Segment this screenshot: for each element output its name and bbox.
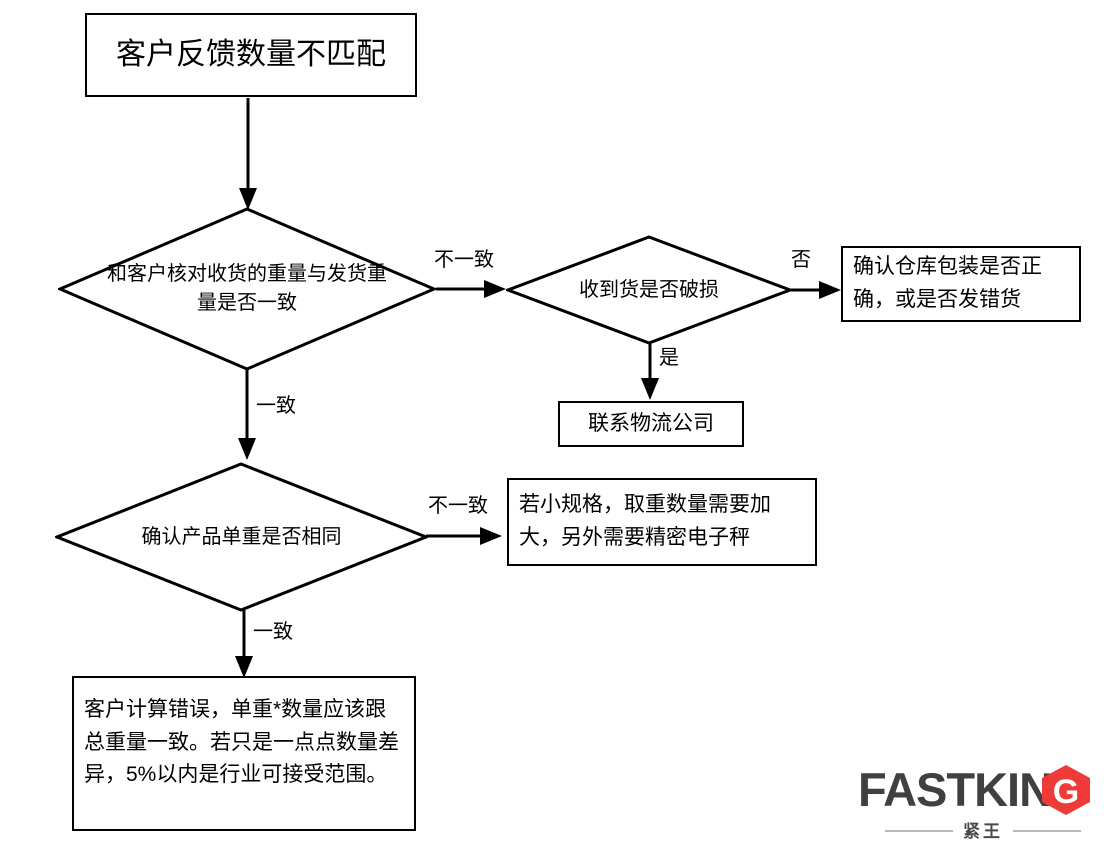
- logo-rule-right: [1013, 830, 1081, 832]
- node-unit-weight-label: 确认产品单重是否相同: [141, 525, 342, 548]
- node-start[interactable]: 客户反馈数量不匹配: [85, 13, 417, 97]
- diamond-shape: [55, 462, 428, 612]
- logo-chinese-name: 紧王: [963, 821, 1003, 841]
- edge-label-weight-mismatch: 不一致: [434, 249, 494, 271]
- edge-label-damaged-no: 否: [791, 249, 811, 271]
- connector-damaged-to-warehouse: [791, 281, 841, 299]
- node-small-spec[interactable]: 若小规格，取重数量需要加大，另外需要精密电子秤: [507, 478, 817, 566]
- fastking-logo: FASTKIN G 紧王: [858, 763, 1108, 846]
- edge-label-weight-match: 一致: [256, 395, 296, 417]
- edge-label-damaged-yes: 是: [659, 347, 679, 369]
- diamond-shape: [58, 207, 436, 371]
- node-damaged[interactable]: 收到货是否破损: [506, 235, 792, 345]
- connector-start-to-check-weight: [239, 98, 257, 210]
- node-start-label: 客户反馈数量不匹配: [116, 38, 386, 71]
- connector-check-weight-to-unit-weight: [238, 370, 256, 460]
- node-small-spec-label: 若小规格，取重数量需要加大，另外需要精密电子秤: [519, 493, 771, 549]
- edge-label-unit-mismatch: 不一致: [428, 495, 488, 517]
- connector-unit-weight-to-customer-error: [235, 610, 253, 678]
- logo-subtitle: 紧王: [858, 818, 1108, 844]
- node-check-weight[interactable]: 和客户核对收货的重量与发货重量是否一致: [58, 207, 436, 371]
- node-check-weight-label: 和客户核对收货的重量与发货重量是否一致: [106, 263, 387, 314]
- connector-unit-weight-to-small-spec: [426, 527, 502, 545]
- logo-rule-left: [885, 830, 953, 832]
- node-warehouse[interactable]: 确认仓库包装是否正确，或是否发错货: [841, 246, 1081, 322]
- node-logistics-label: 联系物流公司: [588, 411, 714, 435]
- node-customer-error[interactable]: 客户计算错误，单重*数量应该跟总重量一致。若只是一点点数量差异，5%以内是行业可…: [72, 676, 416, 831]
- edge-label-unit-match: 一致: [253, 621, 293, 643]
- node-unit-weight[interactable]: 确认产品单重是否相同: [55, 462, 428, 612]
- node-warehouse-label: 确认仓库包装是否正确，或是否发错货: [853, 255, 1042, 311]
- connector-damaged-to-logistics: [641, 344, 659, 400]
- diamond-shape: [506, 235, 792, 345]
- logo-g-letter: G: [1052, 773, 1080, 811]
- logo-wordmark: FASTKIN: [858, 763, 1053, 816]
- connector-check-weight-to-damaged: [436, 280, 506, 298]
- node-customer-error-label: 客户计算错误，单重*数量应该跟总重量一致。若只是一点点数量差异，5%以内是行业可…: [84, 698, 399, 787]
- node-logistics[interactable]: 联系物流公司: [558, 401, 744, 447]
- logo-hexagon-icon: [1042, 765, 1090, 815]
- node-damaged-label: 收到货是否破损: [578, 278, 719, 301]
